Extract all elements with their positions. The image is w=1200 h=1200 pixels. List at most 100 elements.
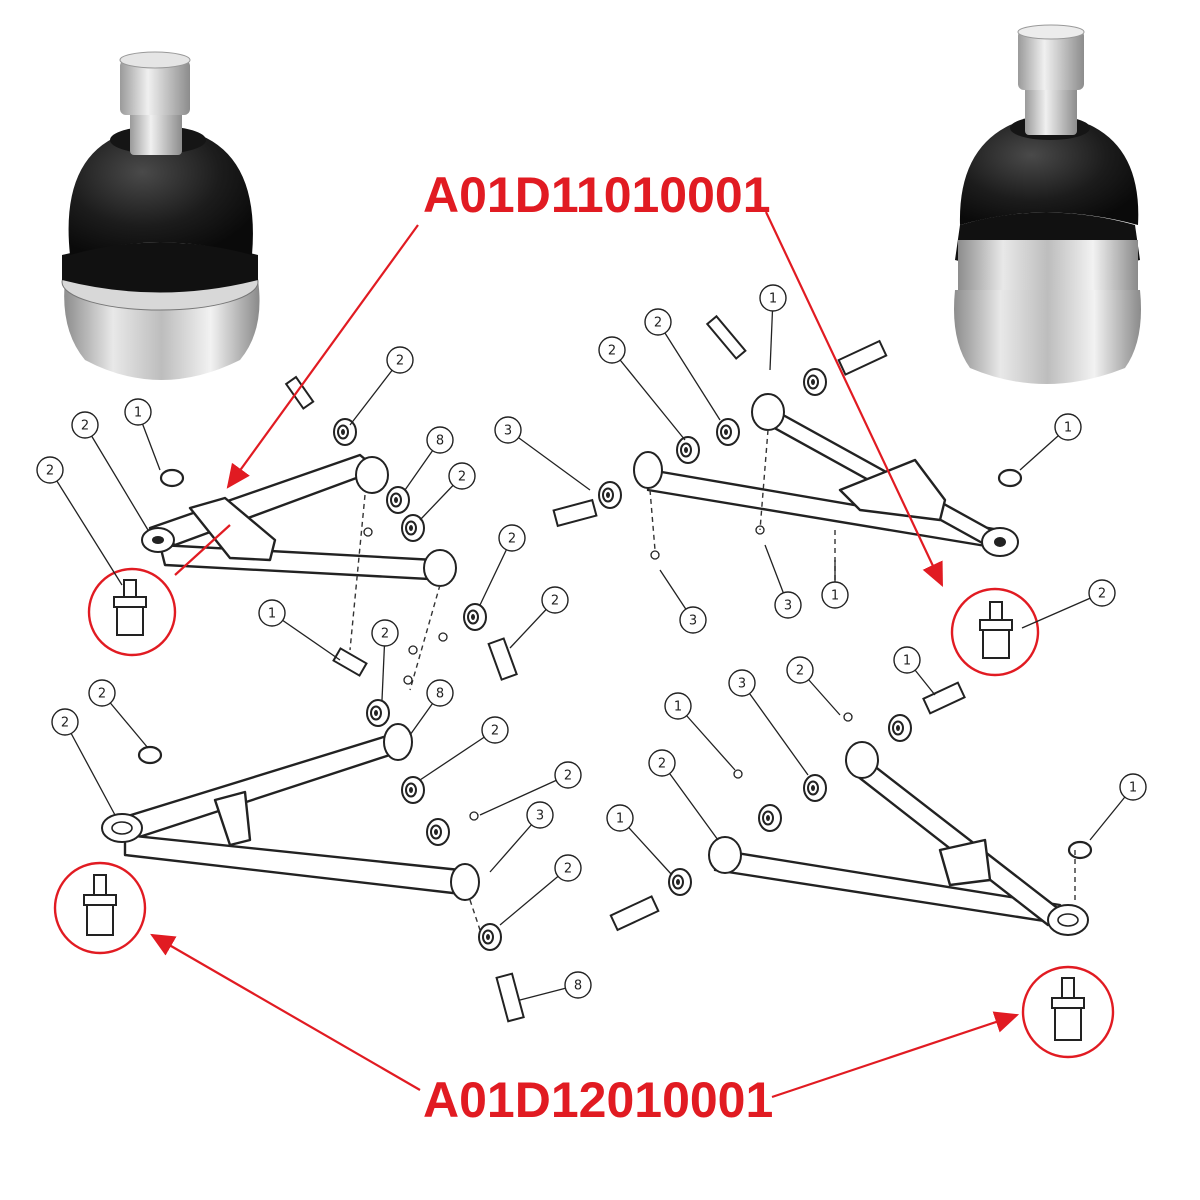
callout-c13: 2 bbox=[51, 708, 116, 816]
callout-c33: 1 bbox=[606, 804, 673, 876]
ball-joint-photo-right bbox=[954, 24, 1141, 384]
callout-leader-line bbox=[499, 867, 569, 926]
upper-left-a-arm bbox=[141, 453, 457, 691]
callout-bubble bbox=[759, 284, 787, 312]
callout-c16: 3 bbox=[489, 801, 554, 873]
callout-number: 1 bbox=[134, 406, 142, 421]
callout-bubble bbox=[564, 971, 592, 999]
callout-number: 2 bbox=[98, 687, 106, 702]
callout-number: 3 bbox=[784, 599, 792, 614]
callout-number: 3 bbox=[536, 809, 544, 824]
callout-c11: 8 bbox=[409, 679, 454, 736]
callout-c14: 2 bbox=[419, 716, 509, 781]
callout-c26: 1 bbox=[1019, 413, 1082, 471]
callout-c05: 8 bbox=[404, 426, 454, 491]
callout-bubble bbox=[426, 679, 454, 707]
callout-bubble bbox=[371, 619, 399, 647]
callout-number: 2 bbox=[508, 532, 516, 547]
callout-c09: 1 bbox=[258, 599, 341, 661]
callout-c08: 2 bbox=[509, 586, 569, 649]
callout-leader-line bbox=[657, 321, 721, 421]
callout-leader-line bbox=[64, 721, 116, 816]
callout-number: 1 bbox=[268, 607, 276, 622]
callout-number: 2 bbox=[654, 316, 662, 331]
callout-c06: 2 bbox=[419, 462, 476, 521]
callout-leader-line bbox=[1021, 592, 1103, 629]
callout-c18: 8 bbox=[519, 971, 592, 1001]
callout-c34: 1 bbox=[1089, 773, 1147, 841]
lower-left-a-arm bbox=[101, 723, 481, 931]
callout-number: 2 bbox=[491, 724, 499, 739]
callout-c31: 2 bbox=[1021, 579, 1116, 629]
callout-number: 1 bbox=[769, 292, 777, 307]
callout-bubble bbox=[664, 692, 692, 720]
callout-c27: 1 bbox=[893, 646, 936, 696]
callout-bubble bbox=[386, 346, 414, 374]
callout-bubble bbox=[1119, 773, 1147, 801]
callout-c23: 3 bbox=[659, 569, 707, 634]
callout-leader-line bbox=[507, 429, 591, 491]
callout-number: 2 bbox=[381, 627, 389, 642]
callout-number: 2 bbox=[1098, 587, 1106, 602]
callout-bubble bbox=[1054, 413, 1082, 441]
lower-part-number-label: A01D12010001 bbox=[423, 1072, 773, 1128]
callout-c28: 2 bbox=[786, 656, 841, 716]
callout-bubble bbox=[526, 801, 554, 829]
callout-bubble bbox=[679, 606, 707, 634]
callout-number: 1 bbox=[1129, 781, 1137, 796]
callout-number: 2 bbox=[551, 594, 559, 609]
callout-c29: 1 bbox=[664, 692, 736, 771]
callout-number: 2 bbox=[46, 464, 54, 479]
callout-bubble bbox=[541, 586, 569, 614]
callout-c07: 2 bbox=[479, 524, 526, 606]
callout-c25: 1 bbox=[821, 560, 849, 609]
callout-arrows bbox=[150, 211, 1020, 1099]
callout-number: 2 bbox=[458, 470, 466, 485]
callout-bubble bbox=[644, 308, 672, 336]
callout-bubble bbox=[606, 804, 634, 832]
callout-number: 2 bbox=[396, 354, 404, 369]
callout-c12: 2 bbox=[88, 679, 149, 749]
callout-number: 3 bbox=[738, 677, 746, 692]
callout-c21: 2 bbox=[598, 336, 686, 441]
callout-bubble bbox=[821, 581, 849, 609]
callout-number: 1 bbox=[831, 589, 839, 604]
hardware-parts bbox=[137, 314, 1093, 1023]
callout-number: 8 bbox=[574, 979, 582, 994]
callout-bubble bbox=[448, 462, 476, 490]
callout-number: 1 bbox=[616, 812, 624, 827]
callout-number: 3 bbox=[504, 424, 512, 439]
callout-leader-line bbox=[84, 424, 149, 531]
ball-joint-photo-left bbox=[61, 51, 260, 380]
callout-bubble bbox=[893, 646, 921, 674]
callout-leader-line bbox=[741, 682, 809, 776]
callout-bubble bbox=[426, 426, 454, 454]
callout-number: 2 bbox=[564, 862, 572, 877]
callout-number: 1 bbox=[674, 700, 682, 715]
callout-bubble bbox=[124, 398, 152, 426]
callout-bubble bbox=[1088, 579, 1116, 607]
highlight-circles bbox=[53, 567, 1115, 1059]
callout-leader-line bbox=[271, 612, 341, 661]
callout-number: 8 bbox=[436, 687, 444, 702]
callout-number: 1 bbox=[1064, 421, 1072, 436]
callout-number: 2 bbox=[81, 419, 89, 434]
callout-c02: 1 bbox=[124, 398, 161, 471]
callout-bubble bbox=[554, 761, 582, 789]
callout-number: 2 bbox=[564, 769, 572, 784]
callout-bubble bbox=[71, 411, 99, 439]
callout-bubble bbox=[554, 854, 582, 882]
callout-leader-line bbox=[611, 349, 686, 441]
callout-leader-line bbox=[661, 762, 719, 841]
callout-c15: 2 bbox=[479, 761, 582, 816]
callout-bubble bbox=[498, 524, 526, 552]
callout-c24: 3 bbox=[764, 544, 802, 619]
callout-c30: 2 bbox=[648, 749, 719, 841]
callout-bubble bbox=[481, 716, 509, 744]
callout-leader-line bbox=[49, 469, 123, 586]
callout-c19: 1 bbox=[759, 284, 787, 371]
callout-bubble bbox=[598, 336, 626, 364]
callout-number: 1 bbox=[903, 654, 911, 669]
callout-c20: 2 bbox=[644, 308, 721, 421]
